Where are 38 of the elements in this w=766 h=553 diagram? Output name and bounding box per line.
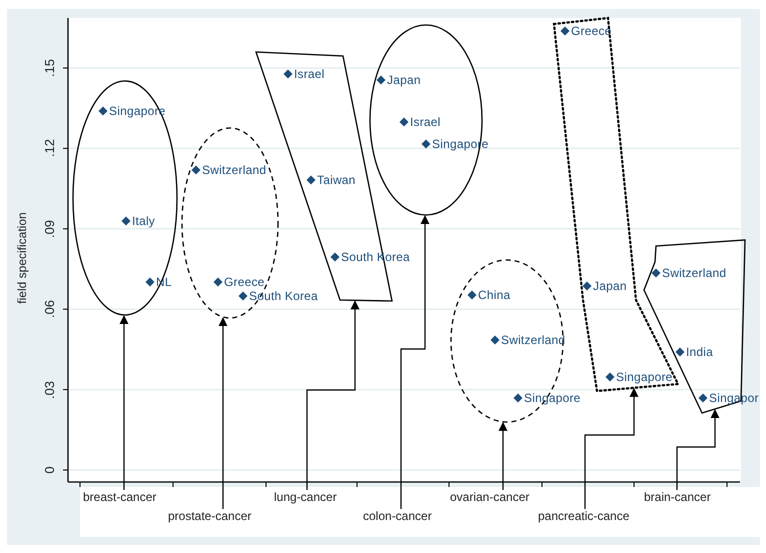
category-label: lung-cancer xyxy=(274,490,337,504)
point-label: Japan xyxy=(387,73,421,87)
arrow xyxy=(676,409,720,490)
category-label: prostate-cancer xyxy=(168,509,252,523)
category-label: pancreatic-cance xyxy=(538,509,630,523)
tick-label: 0 xyxy=(43,466,57,474)
point-label: Singapore xyxy=(524,391,581,405)
point-label: Switzerland xyxy=(662,266,726,280)
point-label: Greece xyxy=(571,24,612,38)
tick-label: .15 xyxy=(43,58,57,78)
arrow xyxy=(218,317,228,509)
point-label: Israel xyxy=(294,67,325,81)
category-label: ovarian-cancer xyxy=(450,490,530,504)
point-label: Italy xyxy=(132,214,156,228)
category-label: breast-cancer xyxy=(83,490,156,504)
tick-label: .03 xyxy=(43,380,57,399)
axis-title: field specification xyxy=(15,212,29,304)
point-label: India xyxy=(686,345,714,359)
tick-label: .06 xyxy=(43,300,57,318)
arrow xyxy=(120,315,128,490)
point-label: Taiwan xyxy=(317,173,356,187)
point-label: China xyxy=(478,288,510,302)
point-label: Israel xyxy=(410,115,441,129)
tick-label: .09 xyxy=(43,220,57,238)
point-label: Japan xyxy=(593,279,627,293)
point-label: Greece xyxy=(224,275,265,289)
category-label: colon-cancer xyxy=(363,509,432,523)
tick-label: .12 xyxy=(43,139,57,158)
category-label: brain-cancer xyxy=(644,490,711,504)
point-label: Singapore xyxy=(616,370,673,384)
arrow xyxy=(400,215,430,509)
point-label: South Korea xyxy=(249,289,318,303)
arrow xyxy=(306,300,360,490)
arrow xyxy=(584,388,638,509)
arrow xyxy=(498,422,508,490)
point-label: Switzerland xyxy=(202,163,266,177)
point-label: Switzerland xyxy=(501,333,566,347)
grouping-ellipse xyxy=(72,80,178,316)
